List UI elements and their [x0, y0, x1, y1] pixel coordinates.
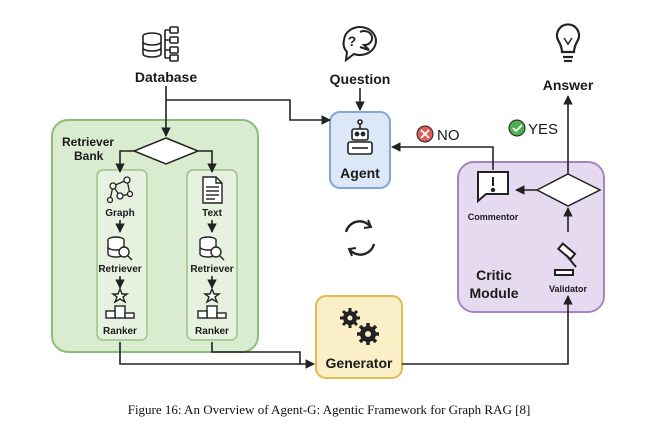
commentor-label: Commentor — [468, 212, 519, 222]
generator-label: Generator — [326, 355, 393, 371]
question-label: Question — [330, 71, 391, 87]
retriever-bank-label-line1: Retriever — [62, 135, 114, 149]
graph-retriever-label: Retriever — [98, 264, 141, 275]
text-label: Text — [202, 208, 222, 219]
question-mark-glyph: ? — [348, 33, 357, 49]
generator-box — [315, 295, 403, 379]
check-icon — [508, 119, 526, 137]
cycle-icon — [344, 219, 376, 257]
retriever-bank-decision — [132, 137, 200, 165]
gears-icon — [340, 308, 379, 345]
validator-label: Validator — [549, 284, 588, 294]
answer-label: Answer — [543, 77, 594, 93]
text-ranker-label: Ranker — [195, 326, 229, 337]
retriever-search-icon — [107, 236, 133, 261]
text-retriever-label: Retriever — [190, 264, 233, 275]
database-label: Database — [135, 69, 197, 85]
graph-label: Graph — [105, 208, 134, 219]
question-chat-icon — [342, 26, 377, 63]
retriever-bank-label-line2: Bank — [74, 149, 104, 163]
critic-module-label-line2: Module — [470, 285, 519, 301]
no-label: NO — [437, 127, 460, 144]
lightbulb-icon — [555, 23, 581, 63]
connectors — [115, 86, 573, 369]
graph-ranker-label: Ranker — [103, 326, 137, 337]
critic-module-label-line1: Critic — [476, 267, 512, 283]
agent-label: Agent — [340, 165, 380, 181]
graph-icon — [106, 176, 134, 204]
yes-label: YES — [528, 121, 558, 138]
document-icon — [202, 176, 223, 204]
ranker-podium-icon — [105, 287, 135, 319]
retriever-search-icon — [199, 236, 225, 261]
robot-icon — [347, 119, 373, 155]
cancel-icon — [416, 125, 434, 143]
alert-chat-icon — [477, 171, 509, 204]
critic-decision — [535, 173, 602, 207]
figure-caption: Figure 16: An Overview of Agent-G: Agent… — [128, 402, 531, 417]
ranker-podium-icon — [197, 287, 227, 319]
database-icon — [142, 26, 179, 62]
gavel-icon — [554, 242, 577, 276]
